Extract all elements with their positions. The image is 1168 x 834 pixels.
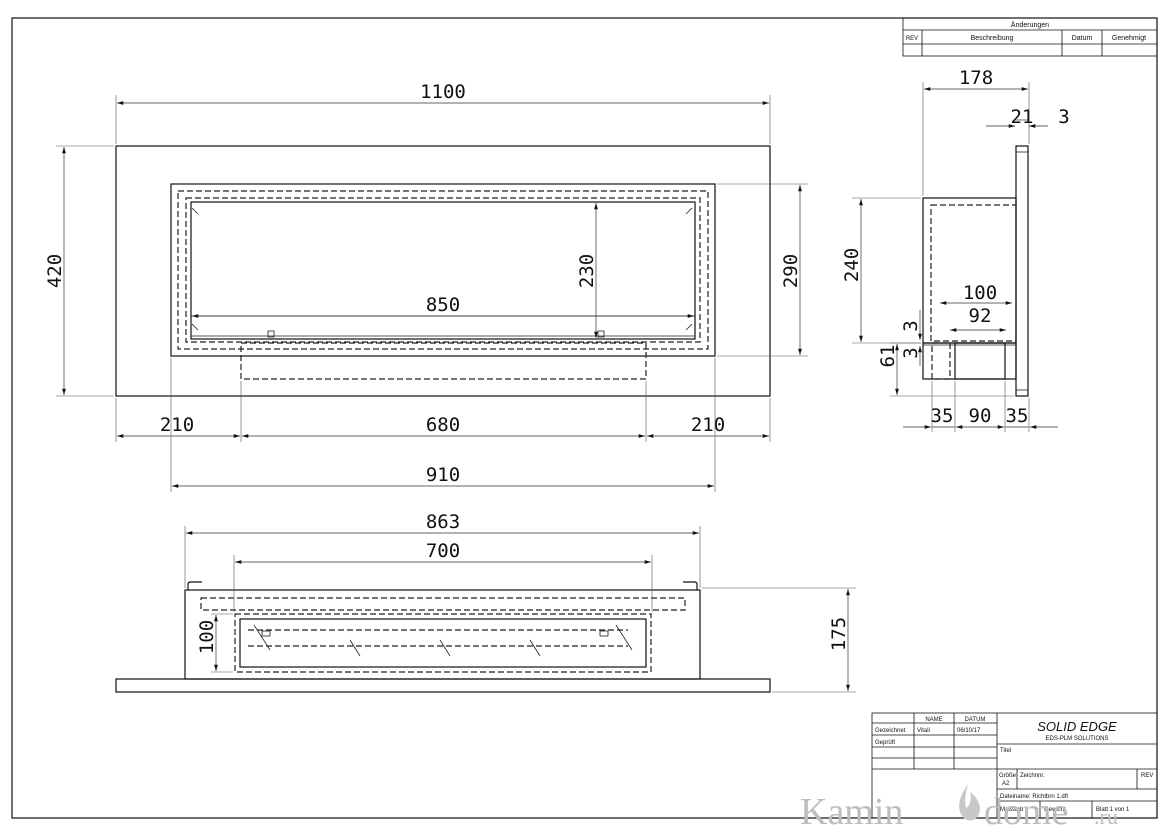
dim-240: 240 [841,248,863,282]
title-block-size-label: Größe [999,773,1017,779]
title-block-drawing-no-label: Zeichnnr. [1020,773,1045,779]
dim-420: 420 [44,254,66,288]
top-dimensions: 863 700 100 175 [184,511,856,693]
title-block-drawn-name: Vitali [917,728,930,734]
title-block-rev-label: REV [1141,773,1153,779]
dim-700: 700 [426,540,460,562]
dim-210-left: 210 [160,414,194,436]
side-dimensions: 178 21 3 240 100 92 3 3 61 [841,67,1070,432]
watermark-text-ru: .ru [1094,804,1118,829]
dim-210-right: 210 [691,414,725,436]
flame-icon [959,784,981,821]
front-dimensions: 1100 420 290 230 850 210 680 210 910 [44,81,808,492]
dim-910: 910 [426,464,460,486]
top-view [115,581,771,693]
dim-3-b: 3 [900,347,922,358]
title-block-size-value: A2 [1002,781,1010,787]
dim-100-side: 100 [963,282,997,304]
revision-table: Änderungen REV Beschreibung Datum Genehm… [902,17,1158,57]
revision-col-description: Beschreibung [971,35,1014,42]
dim-680: 680 [426,414,460,436]
title-block-col-date: DATUM [965,717,986,723]
dim-100-top: 100 [196,620,218,654]
watermark-text-kamin: Kamin [800,791,903,833]
title-block-drawn-date: 06/10/17 [957,728,981,734]
title-block-scale-label: Maßstab [1000,807,1024,813]
title-block-row-checked: Geprüft [875,740,895,746]
watermark-text-dome: dome [984,791,1068,833]
title-block: NAME DATUM Gezeichnet Vitali 06/10/17 Ge… [871,712,1158,819]
title-block-logo-sub: EDS-PLM SOLUTIONS [1045,736,1108,742]
dim-3-a: 3 [900,320,922,331]
watermark: Kamin dome .ru [800,784,1118,833]
dim-175: 175 [828,617,850,651]
title-block-row-drawn: Gezeichnet [875,728,906,734]
dim-290: 290 [780,254,802,288]
dim-21: 21 [1011,106,1034,128]
title-block-file-name: Dateiname: Richtbrn 1.dft [1000,794,1068,800]
front-view [115,145,771,397]
dim-35-left: 35 [931,405,954,427]
dim-61: 61 [877,345,899,368]
dim-230: 230 [576,254,598,288]
dim-863: 863 [426,511,460,533]
dim-3-top: 3 [1058,106,1069,128]
title-block-logo: SOLID EDGE [1037,719,1117,734]
title-block-col-name: NAME [925,717,942,723]
revision-col-date: Datum [1072,35,1093,42]
revision-col-approved: Genehmigt [1112,35,1146,42]
revision-table-title: Änderungen [1011,21,1049,29]
dim-850: 850 [426,294,460,316]
dim-90: 90 [969,405,992,427]
revision-col-rev: REV [906,36,918,42]
dim-178: 178 [959,67,993,89]
side-view [922,145,1029,397]
title-block-title-label: Titel [1000,748,1011,754]
drawing-frame [11,17,1158,819]
dim-35-right: 35 [1006,405,1029,427]
title-block-sheet-label: Blatt 1 von 1 [1096,807,1130,813]
dim-92: 92 [969,305,992,327]
title-block-weight-label: Gewicht [1044,807,1066,813]
dim-1100: 1100 [420,81,466,103]
